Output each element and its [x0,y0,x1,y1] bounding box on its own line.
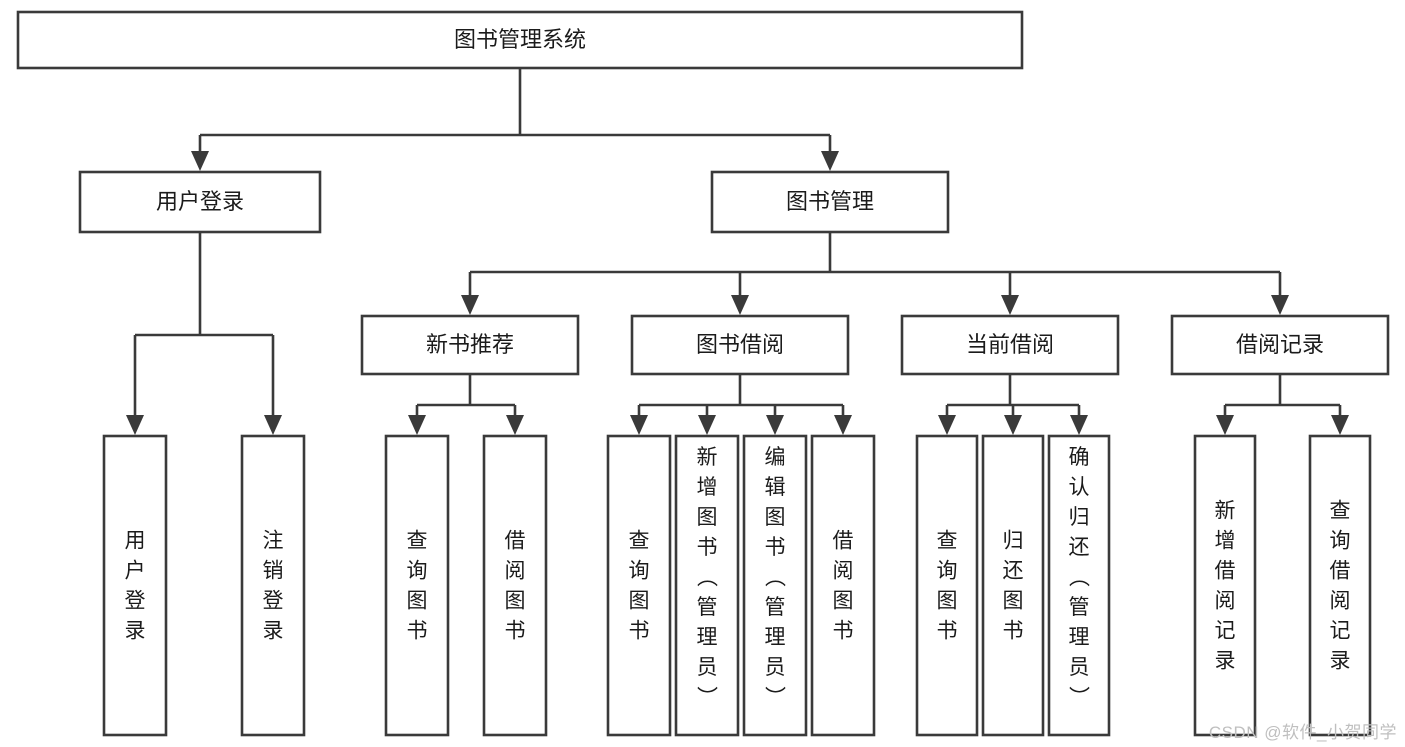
arrow-head-icon-leaf-add-book-admin [698,415,716,435]
leaf-leaf-query-book-3[interactable]: 查询图书 [915,434,979,737]
leaf-leaf-query-book-2[interactable]: 查询图书 [606,434,672,737]
node-rect [384,434,450,737]
arrow-head-icon-leaf-query-book-3 [938,415,956,435]
arrow-head-icon-leaf-add-borrow-record [1216,415,1234,435]
leaf-leaf-return-book[interactable]: 归还图书 [981,434,1045,737]
arrow-head-icon-current-borrow [1001,295,1019,315]
node-borrow-record[interactable]: 借阅记录 [1170,314,1390,376]
leaf-leaf-edit-book-admin[interactable]: 编辑图书（管理员） [742,434,808,737]
node-rect [1308,434,1372,737]
node-rect [1047,434,1111,737]
arrow-head-icon-user-login [191,151,209,171]
node-rect [240,434,306,737]
node-label: 借阅图书 [505,530,526,643]
node-label: 新书推荐 [426,332,514,357]
arrow-head-icon-borrow-record [1271,295,1289,315]
node-label: 图书管理 [786,189,874,214]
node-rect [810,434,876,737]
node-rect [102,434,168,737]
node-current-borrow[interactable]: 当前借阅 [900,314,1120,376]
arrow-head-icon-book-borrow [731,295,749,315]
node-book-manage[interactable]: 图书管理 [710,170,950,234]
node-label: 当前借阅 [966,332,1054,357]
node-label: 确认归还（管理员） [1069,446,1091,709]
node-rect [482,434,548,737]
node-new-book-recommend[interactable]: 新书推荐 [360,314,580,376]
node-root[interactable]: 图书管理系统 [16,10,1024,70]
leaf-leaf-borrow-book-1[interactable]: 借阅图书 [482,434,548,737]
leaf-leaf-query-borrow-record[interactable]: 查询借阅记录 [1308,434,1372,737]
arrow-head-icon-leaf-borrow-book-1 [506,415,524,435]
node-rect [1170,314,1390,376]
node-rect [360,314,580,376]
arrow-head-icon-leaf-user-login [126,415,144,435]
node-label: 借阅图书 [833,530,854,643]
node-label: 图书管理系统 [454,27,586,52]
node-label: 注销登录 [263,530,284,643]
node-label: 归还图书 [1003,530,1024,643]
leaf-leaf-add-borrow-record[interactable]: 新增借阅记录 [1193,434,1257,737]
arrow-head-icon-leaf-edit-book-admin [766,415,784,435]
node-user-login[interactable]: 用户登录 [78,170,322,234]
leaf-leaf-add-book-admin[interactable]: 新增图书（管理员） [674,434,740,737]
arrow-head-icon-leaf-return-book [1004,415,1022,435]
node-rect [606,434,672,737]
node-label: 用户登录 [156,189,244,214]
node-rect [674,434,740,737]
node-rect [981,434,1045,737]
node-label: 查询图书 [629,530,650,643]
node-label: 用户登录 [125,530,146,643]
node-label: 新增图书（管理员） [697,446,719,709]
arrow-head-icon-leaf-confirm-return-admin [1070,415,1088,435]
leaf-leaf-confirm-return-admin[interactable]: 确认归还（管理员） [1047,434,1111,737]
csdn-watermark: CSDN @软件_小贺同学 [1208,723,1397,742]
node-rect [630,314,850,376]
node-rect [900,314,1120,376]
node-rect [742,434,808,737]
arrow-head-icon-leaf-query-book-2 [630,415,648,435]
node-rect [16,10,1024,70]
node-label: 查询图书 [407,530,428,643]
leaf-leaf-borrow-book-2[interactable]: 借阅图书 [810,434,876,737]
node-rect [1193,434,1257,737]
node-rect [78,170,322,234]
node-label: 借阅记录 [1236,332,1324,357]
arrow-head-icon-leaf-user-logout [264,415,282,435]
arrow-head-icon-new-book-recommend [461,295,479,315]
leaf-leaf-user-logout[interactable]: 注销登录 [240,434,306,737]
leaf-leaf-query-book-1[interactable]: 查询图书 [384,434,450,737]
arrow-head-icon-leaf-query-book-1 [408,415,426,435]
node-book-borrow[interactable]: 图书借阅 [630,314,850,376]
node-label: 编辑图书（管理员） [765,446,787,709]
arrow-head-icon-leaf-borrow-book-2 [834,415,852,435]
leaf-leaf-user-login[interactable]: 用户登录 [102,434,168,737]
arrow-head-icon-leaf-query-borrow-record [1331,415,1349,435]
node-rect [710,170,950,234]
node-label: 查询图书 [937,530,958,643]
node-rect [915,434,979,737]
arrow-head-icon-book-manage [821,151,839,171]
node-label: 图书借阅 [696,332,784,357]
node-label: 查询借阅记录 [1330,500,1351,673]
node-label: 新增借阅记录 [1215,500,1236,673]
